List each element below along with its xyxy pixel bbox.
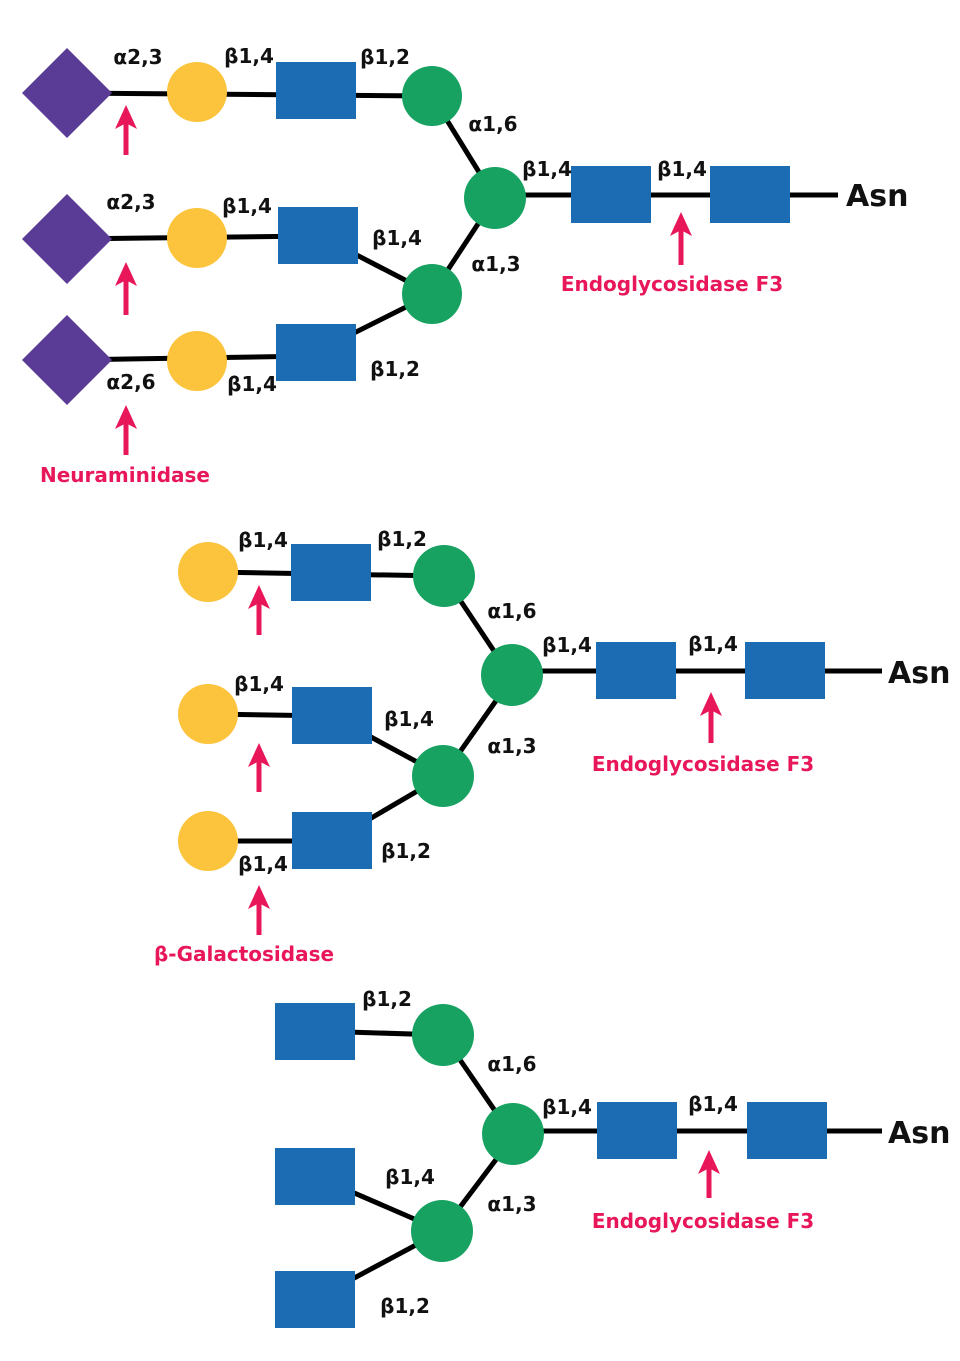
cleavage-arrow-icon — [670, 212, 692, 265]
linkage-label-b14: β1,4 — [234, 672, 284, 696]
cleavage-arrow-icon — [248, 885, 270, 935]
glycan-structure-1: α2,3 β1,4 β1,2 α2,3 β1,4 β1,4 α2,6 β1,4 … — [22, 44, 908, 487]
mannose-circle — [412, 745, 474, 807]
cleavage-arrow-icon — [248, 743, 270, 792]
linkage-label-a23: α2,3 — [106, 190, 155, 214]
glycan-structure-2: β1,4 β1,2 β1,4 β1,4 β1,4 β1,2 α1,6 α1,3 … — [154, 527, 950, 966]
linkage-label-b14: β1,4 — [688, 632, 738, 656]
core-glcnac-square — [571, 166, 651, 223]
mannose-circle — [464, 167, 526, 229]
linkage-label-b14: β1,4 — [372, 226, 422, 250]
linkage-label-b14: β1,4 — [688, 1092, 738, 1116]
glcnac-square — [276, 62, 356, 119]
linkage-label-b12: β1,2 — [381, 839, 431, 863]
mannose-circle — [411, 1200, 473, 1262]
mannose-circle — [482, 1103, 544, 1165]
asn-label: Asn — [888, 656, 950, 691]
enzyme-label-endoglycosidase-f3: Endoglycosidase F3 — [592, 1209, 814, 1233]
cleavage-arrow-icon — [115, 105, 137, 155]
cleavage-arrow-icon — [115, 405, 137, 455]
mannose-circle — [413, 545, 475, 607]
linkage-label-a13: α1,3 — [471, 252, 520, 276]
enzyme-label-beta-galactosidase: β-Galactosidase — [154, 942, 334, 966]
linkage-label-b14: β1,4 — [238, 852, 288, 876]
glcnac-square — [292, 812, 372, 869]
enzyme-label-endoglycosidase-f3: Endoglycosidase F3 — [561, 272, 783, 296]
galactose-circle — [167, 208, 227, 268]
galactose-circle — [178, 684, 238, 744]
glcnac-square — [275, 1271, 355, 1328]
sialic-acid-diamond — [22, 315, 112, 405]
linkage-label-b14: β1,4 — [657, 157, 707, 181]
linkage-label-b14: β1,4 — [385, 1165, 435, 1189]
asn-label: Asn — [888, 1116, 950, 1151]
mannose-circle — [412, 1004, 474, 1066]
mannose-circle — [481, 644, 543, 706]
galactose-circle — [167, 331, 227, 391]
linkage-label-a26: α2,6 — [106, 370, 155, 394]
core-glcnac-square — [745, 642, 825, 699]
core-glcnac-square — [597, 1102, 677, 1159]
core-glcnac-square — [747, 1102, 827, 1159]
linkage-label-b14: β1,4 — [227, 372, 277, 396]
linkage-label-b12: β1,2 — [380, 1294, 430, 1318]
cleavage-arrow-icon — [698, 1150, 720, 1198]
linkage-label-b12: β1,2 — [377, 527, 427, 551]
cleavage-arrow-icon — [248, 585, 270, 635]
glcnac-square — [291, 544, 371, 601]
linkage-label-b14: β1,4 — [542, 633, 592, 657]
cleavage-arrow-icon — [700, 692, 722, 743]
enzyme-label-neuraminidase: Neuraminidase — [40, 463, 210, 487]
galactose-circle — [178, 542, 238, 602]
linkage-label-b12: β1,2 — [360, 45, 410, 69]
mannose-circle — [402, 66, 462, 126]
glcnac-square — [292, 687, 372, 744]
linkage-label-b14: β1,4 — [522, 157, 572, 181]
sialic-acid-diamond — [22, 194, 112, 284]
linkage-label-a13: α1,3 — [487, 1192, 536, 1216]
linkage-label-b14: β1,4 — [222, 194, 272, 218]
mannose-circle — [402, 264, 462, 324]
core-glcnac-square — [596, 642, 676, 699]
glcnac-square — [275, 1003, 355, 1060]
linkage-label-b12: β1,2 — [362, 987, 412, 1011]
glycan-structure-3: β1,2 α1,6 β1,4 α1,3 β1,2 β1,4 β1,4 Asn E… — [275, 987, 950, 1328]
glcnac-square — [275, 1148, 355, 1205]
enzyme-label-endoglycosidase-f3: Endoglycosidase F3 — [592, 752, 814, 776]
glcnac-square — [278, 207, 358, 264]
galactose-circle — [178, 811, 238, 871]
bond-line — [66, 90, 433, 99]
linkage-label-b14: β1,4 — [238, 528, 288, 552]
cleavage-arrow-icon — [115, 262, 137, 315]
linkage-label-a16: α1,6 — [487, 1052, 536, 1076]
glcnac-square — [276, 324, 356, 381]
linkage-label-b14: β1,4 — [542, 1095, 592, 1119]
linkage-label-a13: α1,3 — [487, 734, 536, 758]
core-glcnac-square — [710, 166, 790, 223]
linkage-label-b12: β1,2 — [370, 357, 420, 381]
linkage-label-b14: β1,4 — [384, 707, 434, 731]
sialic-acid-diamond — [22, 48, 112, 138]
linkage-label-a23: α2,3 — [113, 45, 162, 69]
asn-label: Asn — [846, 179, 908, 214]
linkage-label-a16: α1,6 — [468, 112, 517, 136]
galactose-circle — [167, 62, 227, 122]
linkage-label-a16: α1,6 — [487, 599, 536, 623]
linkage-label-b14: β1,4 — [224, 44, 274, 68]
